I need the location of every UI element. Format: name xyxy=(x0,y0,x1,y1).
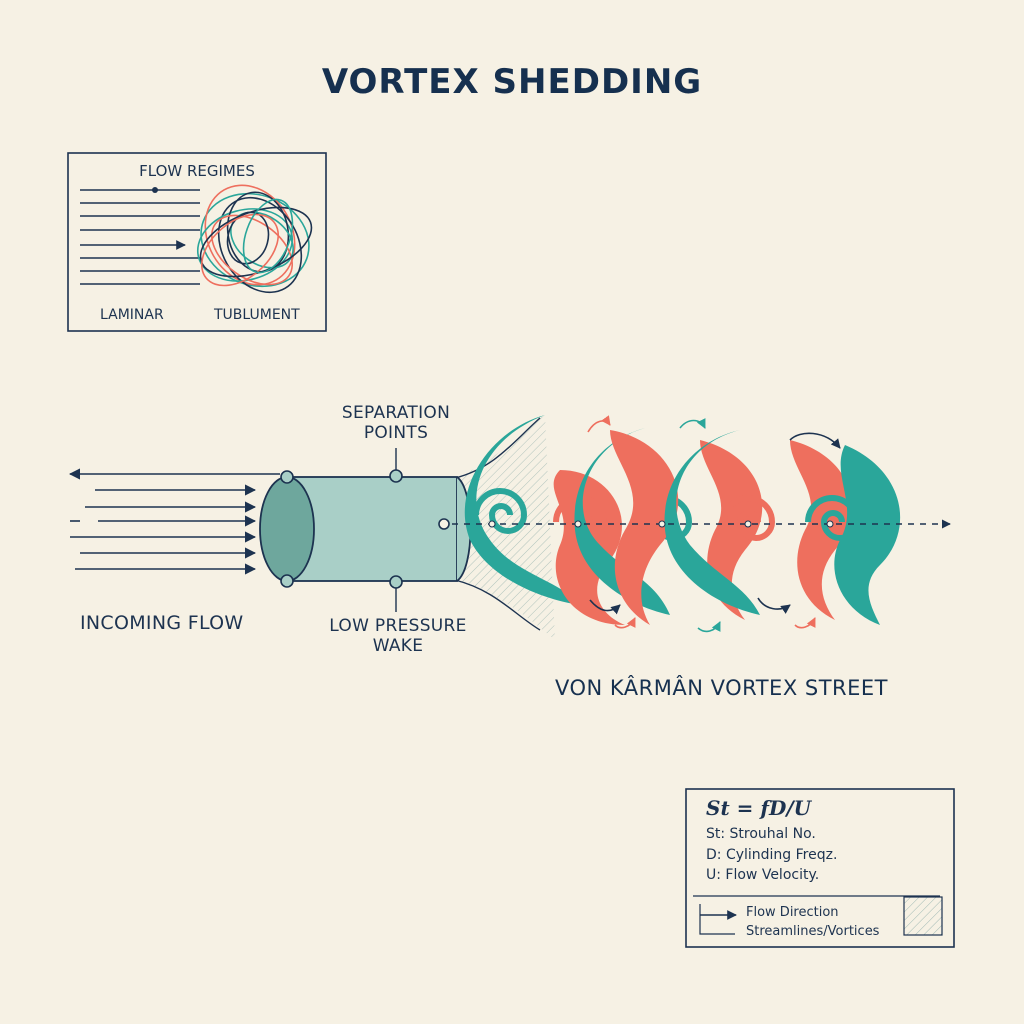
vortex-teal-4 xyxy=(805,445,901,625)
strouhal-formula: St = fD/U xyxy=(706,796,811,820)
separation-label-line-1: SEPARATION xyxy=(341,403,451,423)
page-title: VORTEX SHEDDING xyxy=(321,62,703,102)
legend-box xyxy=(685,788,955,948)
incoming-flow-arrows xyxy=(68,468,280,575)
formula-eq: = xyxy=(729,796,761,820)
separation-point-marker xyxy=(389,469,403,483)
incoming-flow-label: INCOMING FLOW xyxy=(80,612,244,634)
wake-label-line-1: LOW PRESSURE xyxy=(329,616,467,636)
vortex-street xyxy=(452,415,951,633)
laminar-label: LAMINAR xyxy=(100,307,164,323)
legend-line-u: U: Flow Velocity. xyxy=(706,867,820,883)
separation-point-top xyxy=(280,470,294,484)
vortex-street-label: VON KÂRMÂN VORTEX STREET xyxy=(555,676,888,700)
separation-points-label: SEPARATION POINTS xyxy=(318,403,474,443)
turbulent-label: TUBLUMENT xyxy=(214,307,300,323)
vortex-teal-1 xyxy=(464,415,580,605)
formula-lhs: St xyxy=(706,796,730,820)
cylinder xyxy=(259,448,472,612)
vortex-coral-2 xyxy=(610,430,679,625)
wake-label-line-2: WAKE xyxy=(372,636,424,656)
low-pressure-wake-label: LOW PRESSURE WAKE xyxy=(315,616,481,656)
formula-rhs: fD/U xyxy=(760,796,812,820)
turbulent-tangle xyxy=(196,184,313,294)
legend-line-d: D: Cylinding Freqz. xyxy=(706,847,838,863)
legend-item-streamlines: Streamlines/Vortices xyxy=(746,924,880,939)
legend-item-flow-direction: Flow Direction xyxy=(746,905,839,920)
separation-point-bottom xyxy=(280,574,294,588)
inset-title: FLOW REGIMES xyxy=(139,162,255,180)
flow-regimes-inset xyxy=(67,152,327,332)
separation-label-line-2: POINTS xyxy=(363,423,429,443)
laminar-streamlines xyxy=(80,189,200,285)
legend-line-st: St: Strouhal No. xyxy=(706,826,816,842)
hatch-swatch-icon xyxy=(903,896,943,936)
vortex-coral-4 xyxy=(790,440,853,620)
vortex-teal-3 xyxy=(664,430,760,615)
wake-marker xyxy=(389,575,403,589)
